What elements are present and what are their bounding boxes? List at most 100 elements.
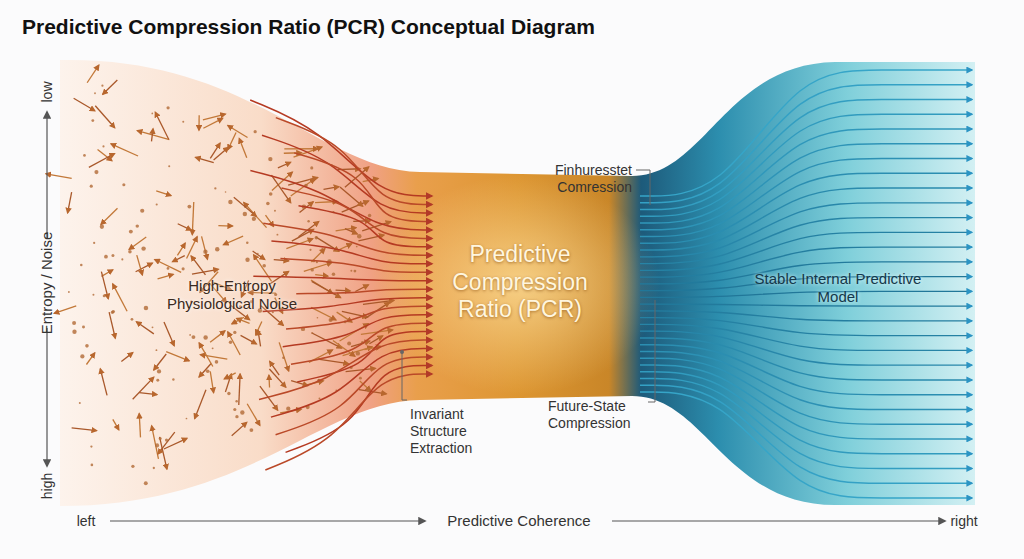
noise-arrow xyxy=(324,187,339,190)
noise-dot xyxy=(286,407,290,411)
noise-arrow xyxy=(137,255,143,275)
noise-dot xyxy=(268,157,272,161)
noise-dot xyxy=(136,224,139,227)
flow-line xyxy=(281,188,432,238)
noise-arrow xyxy=(54,306,76,313)
stream-line xyxy=(640,378,972,468)
noise-arrow xyxy=(154,354,166,370)
noise-arrow xyxy=(210,371,213,392)
noise-dot xyxy=(212,347,214,349)
noise-arrow xyxy=(89,153,115,167)
noise-dot xyxy=(286,260,288,262)
noise-dot xyxy=(144,481,148,485)
flow-line xyxy=(294,153,432,222)
noise-dot xyxy=(257,253,259,255)
noise-dot xyxy=(156,379,159,382)
noise-arrow xyxy=(351,341,370,347)
noise-arrow xyxy=(178,224,192,230)
stream-line xyxy=(640,203,972,257)
converging-flow xyxy=(250,100,432,470)
noise-arrow xyxy=(228,332,240,355)
leader-line xyxy=(402,352,407,400)
noise-arrows xyxy=(46,65,394,485)
noise-dot xyxy=(215,247,219,251)
axis-arrow xyxy=(612,520,945,521)
noise-dot xyxy=(368,214,371,217)
noise-arrow xyxy=(152,426,159,459)
noise-arrow xyxy=(87,65,99,83)
noise-dot xyxy=(152,326,154,328)
noise-arrow xyxy=(139,413,140,437)
noise-dot xyxy=(111,311,114,314)
axes xyxy=(47,112,945,521)
noise-arrow xyxy=(200,355,227,359)
noise-dot xyxy=(153,467,155,469)
noise-arrow xyxy=(101,270,112,277)
noise-dot xyxy=(157,369,161,373)
stream-line xyxy=(640,311,972,321)
noise-dot xyxy=(83,154,86,157)
noise-dot xyxy=(215,360,219,364)
noise-dot xyxy=(151,113,153,115)
noise-arrow xyxy=(166,352,189,361)
noise-dot xyxy=(347,341,351,345)
noise-dot xyxy=(309,249,311,251)
noise-arrow xyxy=(101,272,108,299)
stream-line xyxy=(640,159,972,237)
noise-arrow xyxy=(210,331,225,342)
stream-lines xyxy=(640,70,972,498)
title: Predictive Compression Ratio (PCR) Conce… xyxy=(22,14,595,39)
flow-line xyxy=(276,357,432,435)
noise-dot xyxy=(82,326,85,329)
noise-arrow xyxy=(239,374,240,405)
noise-dot xyxy=(233,331,236,334)
flow-line xyxy=(250,170,432,229)
noise-arrow xyxy=(340,187,363,206)
stream-line xyxy=(640,392,972,498)
noise-arrow xyxy=(239,138,247,157)
noise-arrow xyxy=(136,322,153,334)
noise-dot xyxy=(155,349,157,351)
noise-dot xyxy=(182,267,185,270)
noise-arrow xyxy=(46,174,72,179)
noise-arrow xyxy=(164,438,187,449)
core-glow xyxy=(380,175,660,395)
noise-arrow xyxy=(172,256,184,262)
noise-dot xyxy=(227,392,230,395)
noise-arrow xyxy=(152,129,154,142)
noise-dot xyxy=(104,255,108,259)
noise-dot xyxy=(356,351,360,355)
noise-arrow xyxy=(203,114,226,120)
noise-dot xyxy=(131,318,134,321)
region-node: Stable Internal Predictive Model xyxy=(753,270,923,306)
noise-dot xyxy=(332,272,335,275)
stream-line xyxy=(640,218,972,264)
noise-dot xyxy=(167,267,170,270)
noise-dot xyxy=(233,408,236,411)
noise-arrow xyxy=(228,125,248,137)
noise-arrow xyxy=(269,369,285,387)
noise-dot xyxy=(90,445,92,447)
noise-dot xyxy=(329,318,333,322)
noise-dot xyxy=(166,106,169,109)
noise-dot xyxy=(315,236,318,239)
noise-arrow xyxy=(304,263,332,272)
stream-line xyxy=(640,188,972,250)
flow-line xyxy=(271,349,432,418)
noise-dot xyxy=(172,378,174,380)
noise-dot xyxy=(203,335,207,339)
noise-arrow xyxy=(199,343,213,367)
noise-dot xyxy=(94,92,96,94)
noise-arrow xyxy=(318,359,349,364)
noise-arrow xyxy=(210,143,220,158)
noise-dot xyxy=(357,234,362,239)
noise-arrow xyxy=(258,330,261,346)
noise-dot xyxy=(103,295,106,298)
noise-dot xyxy=(79,402,81,404)
noise-dot xyxy=(140,209,144,213)
stream-line xyxy=(640,291,972,297)
noise-dot xyxy=(156,204,158,206)
noise-dot xyxy=(72,321,76,325)
axis-title: Entropy / Noise xyxy=(38,232,56,335)
noise-dot xyxy=(359,377,362,380)
